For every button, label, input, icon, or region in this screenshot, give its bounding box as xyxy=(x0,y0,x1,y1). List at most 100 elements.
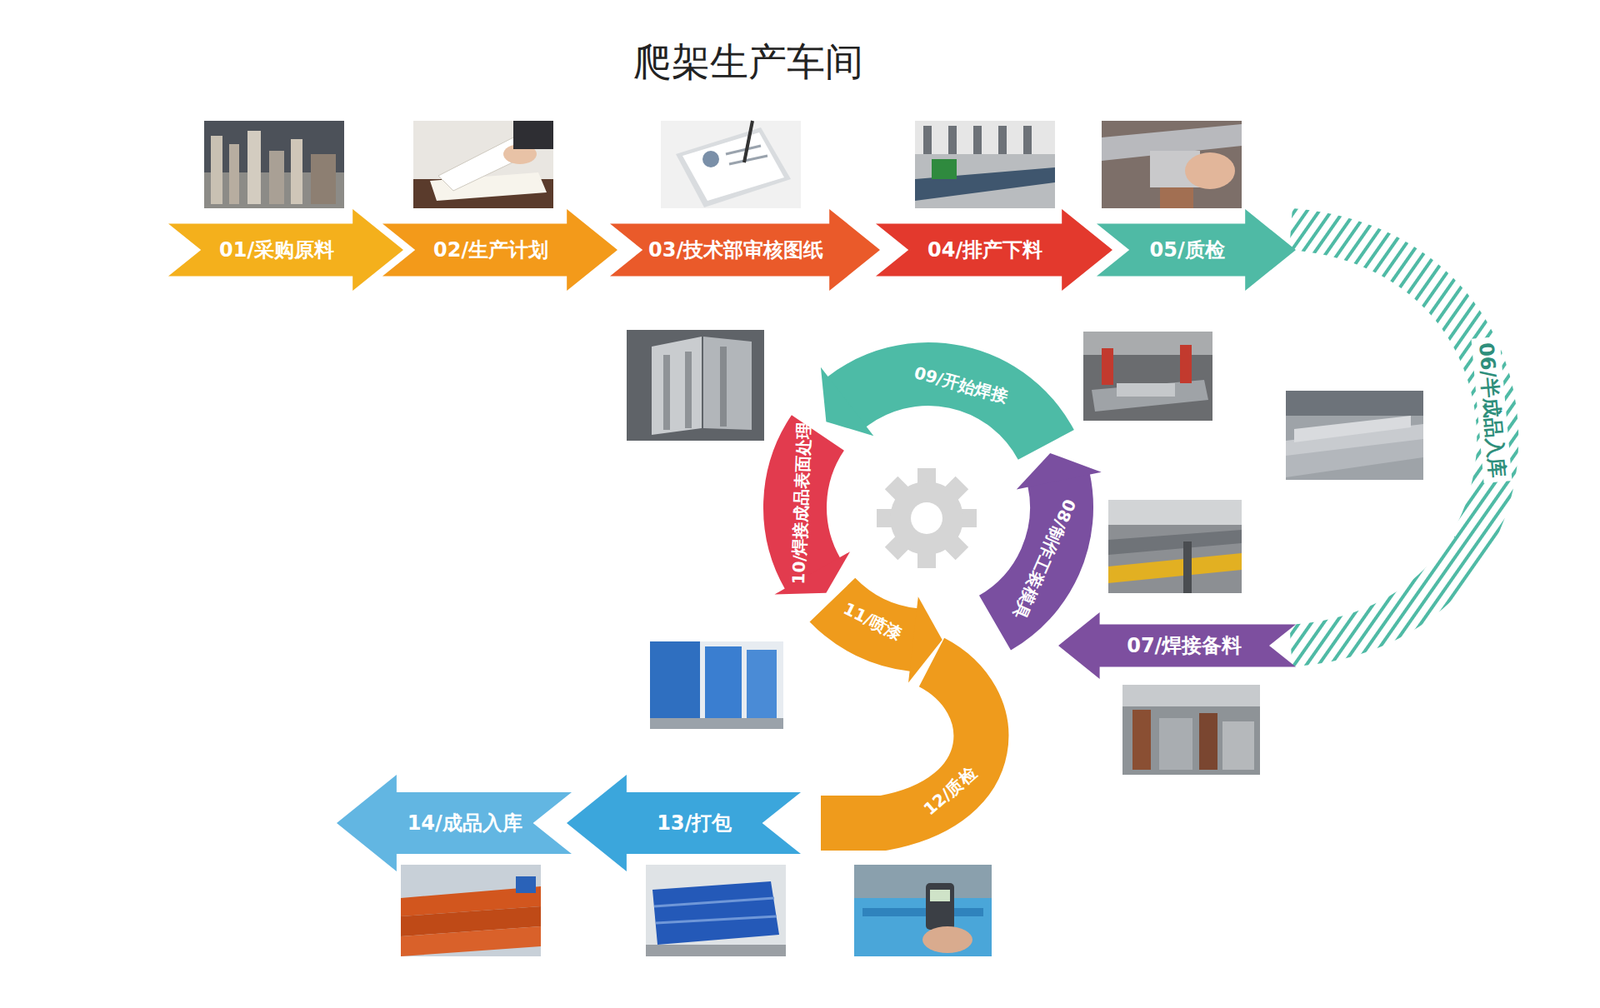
photo-ground xyxy=(413,120,554,209)
photo-orange-stack xyxy=(400,926,541,957)
photo-rack xyxy=(1132,710,1151,770)
photo-panel xyxy=(651,336,702,435)
step-label: 04/排产下料 xyxy=(927,236,1043,264)
photo-part xyxy=(210,135,223,205)
photo-hand xyxy=(1185,152,1235,190)
photo-window xyxy=(1023,125,1032,155)
photo-chart xyxy=(702,150,720,168)
photo-line xyxy=(655,916,777,924)
photo-blue-frame xyxy=(854,898,992,957)
photo-floor xyxy=(645,945,786,957)
photo-packed xyxy=(645,865,786,957)
photo-ground xyxy=(650,641,784,730)
photo-roof xyxy=(1122,685,1260,707)
curve-shape xyxy=(783,625,1034,867)
step-arrow: 05/质检 xyxy=(1096,209,1296,291)
arrow-text-box: 04/排产下料 xyxy=(908,224,1062,277)
photo-workshop xyxy=(915,120,1055,209)
photo-ground xyxy=(660,120,801,209)
photo-window xyxy=(998,125,1007,155)
photo-ground xyxy=(645,865,786,957)
step-arrow: 14/成品入库 xyxy=(336,775,572,872)
step-label: 02/生产计划 xyxy=(433,236,549,264)
photo-tablet xyxy=(660,120,801,209)
step-arrow: 01/采购原料 xyxy=(168,209,404,291)
photo-part xyxy=(290,139,303,205)
step-arrow: 07/焊接备料 xyxy=(1058,612,1296,680)
step-label: 05/质检 xyxy=(1150,236,1225,264)
step-arrow: 04/排产下料 xyxy=(875,209,1113,291)
arrow-fill xyxy=(875,209,1113,291)
photo-ground xyxy=(854,865,992,957)
photo-machine xyxy=(931,159,957,180)
arrow-text-box: 05/质检 xyxy=(1129,224,1245,277)
photo-blue-panel xyxy=(705,646,742,724)
gear-hole xyxy=(910,502,943,535)
photo-blue-panel xyxy=(650,641,700,730)
arrow-text-box: 13/打包 xyxy=(626,792,763,855)
curved-arrow: 12/质检 xyxy=(783,625,1034,867)
cycle-arrowhead xyxy=(1016,453,1102,490)
arrow-fill xyxy=(168,209,404,291)
photo-rail xyxy=(862,908,984,917)
photo-wall xyxy=(1108,500,1242,525)
photo-blue-stack xyxy=(652,881,780,945)
photo-rib xyxy=(720,346,727,427)
band-stripes xyxy=(1290,229,1498,646)
photo-inspection xyxy=(1101,120,1242,209)
step-arrow: 13/打包 xyxy=(566,775,801,872)
cycle-arrowhead xyxy=(775,551,851,595)
photo-tablet-body xyxy=(675,127,791,208)
arrow-fill xyxy=(1096,209,1296,291)
photo-part xyxy=(310,154,336,205)
photo-line xyxy=(729,155,768,165)
photo-part xyxy=(1160,187,1194,209)
photo-blue-part xyxy=(515,876,536,894)
photo-floor xyxy=(650,718,784,730)
photo-rib xyxy=(685,351,692,429)
photo-part xyxy=(247,130,261,205)
page-title: 爬架生产车间 xyxy=(456,36,1040,89)
arrow-text-box: 01/采购原料 xyxy=(200,224,353,277)
photo-rack xyxy=(1199,713,1218,770)
photo-line xyxy=(654,898,775,907)
photo-final-inspection xyxy=(854,865,992,957)
photo-part xyxy=(229,144,240,205)
photo-pen xyxy=(744,120,753,163)
arrow-fill xyxy=(336,775,572,872)
photo-ground xyxy=(1122,685,1260,775)
arrow-text-box: 07/焊接备料 xyxy=(1100,624,1270,667)
photo-semi-finished xyxy=(1285,390,1424,480)
photo-ground xyxy=(204,120,345,209)
photo-panel xyxy=(703,336,752,430)
photo-ground xyxy=(1083,331,1213,421)
photo-window xyxy=(948,125,957,155)
photo-line xyxy=(725,145,761,155)
photo-bench xyxy=(1108,530,1242,555)
step-arrow: 02/生产计划 xyxy=(382,209,618,291)
step-label: 01/采购原料 xyxy=(219,236,335,264)
arrow-text-box: 03/技术部审核图纸 xyxy=(642,224,830,277)
photo-finished xyxy=(400,865,541,957)
photo-screen xyxy=(682,132,785,201)
photo-frames xyxy=(1294,415,1411,443)
photo-robot-arm xyxy=(1180,345,1192,384)
gear-icon xyxy=(876,468,977,569)
photo-stock xyxy=(1222,721,1255,770)
arrow-fill xyxy=(566,775,801,872)
photo-frames xyxy=(1285,439,1424,478)
step-arrow: 03/技术部审核图纸 xyxy=(610,209,880,291)
curve-band xyxy=(820,662,981,824)
photo-yellow-frame xyxy=(1108,553,1242,584)
step-label: 07/焊接备料 xyxy=(1126,632,1242,660)
photo-wall xyxy=(915,120,1055,155)
photo-steel xyxy=(204,120,345,209)
photo-ground xyxy=(400,865,541,957)
arrow-text-box: 14/成品入库 xyxy=(396,792,534,855)
photo-gauge-screen xyxy=(930,890,950,902)
gear-body xyxy=(890,481,964,555)
photo-robot-arm xyxy=(1101,348,1114,385)
cycle-arrowhead xyxy=(820,367,874,437)
arrow-text-box: 02/生产计划 xyxy=(415,224,567,277)
